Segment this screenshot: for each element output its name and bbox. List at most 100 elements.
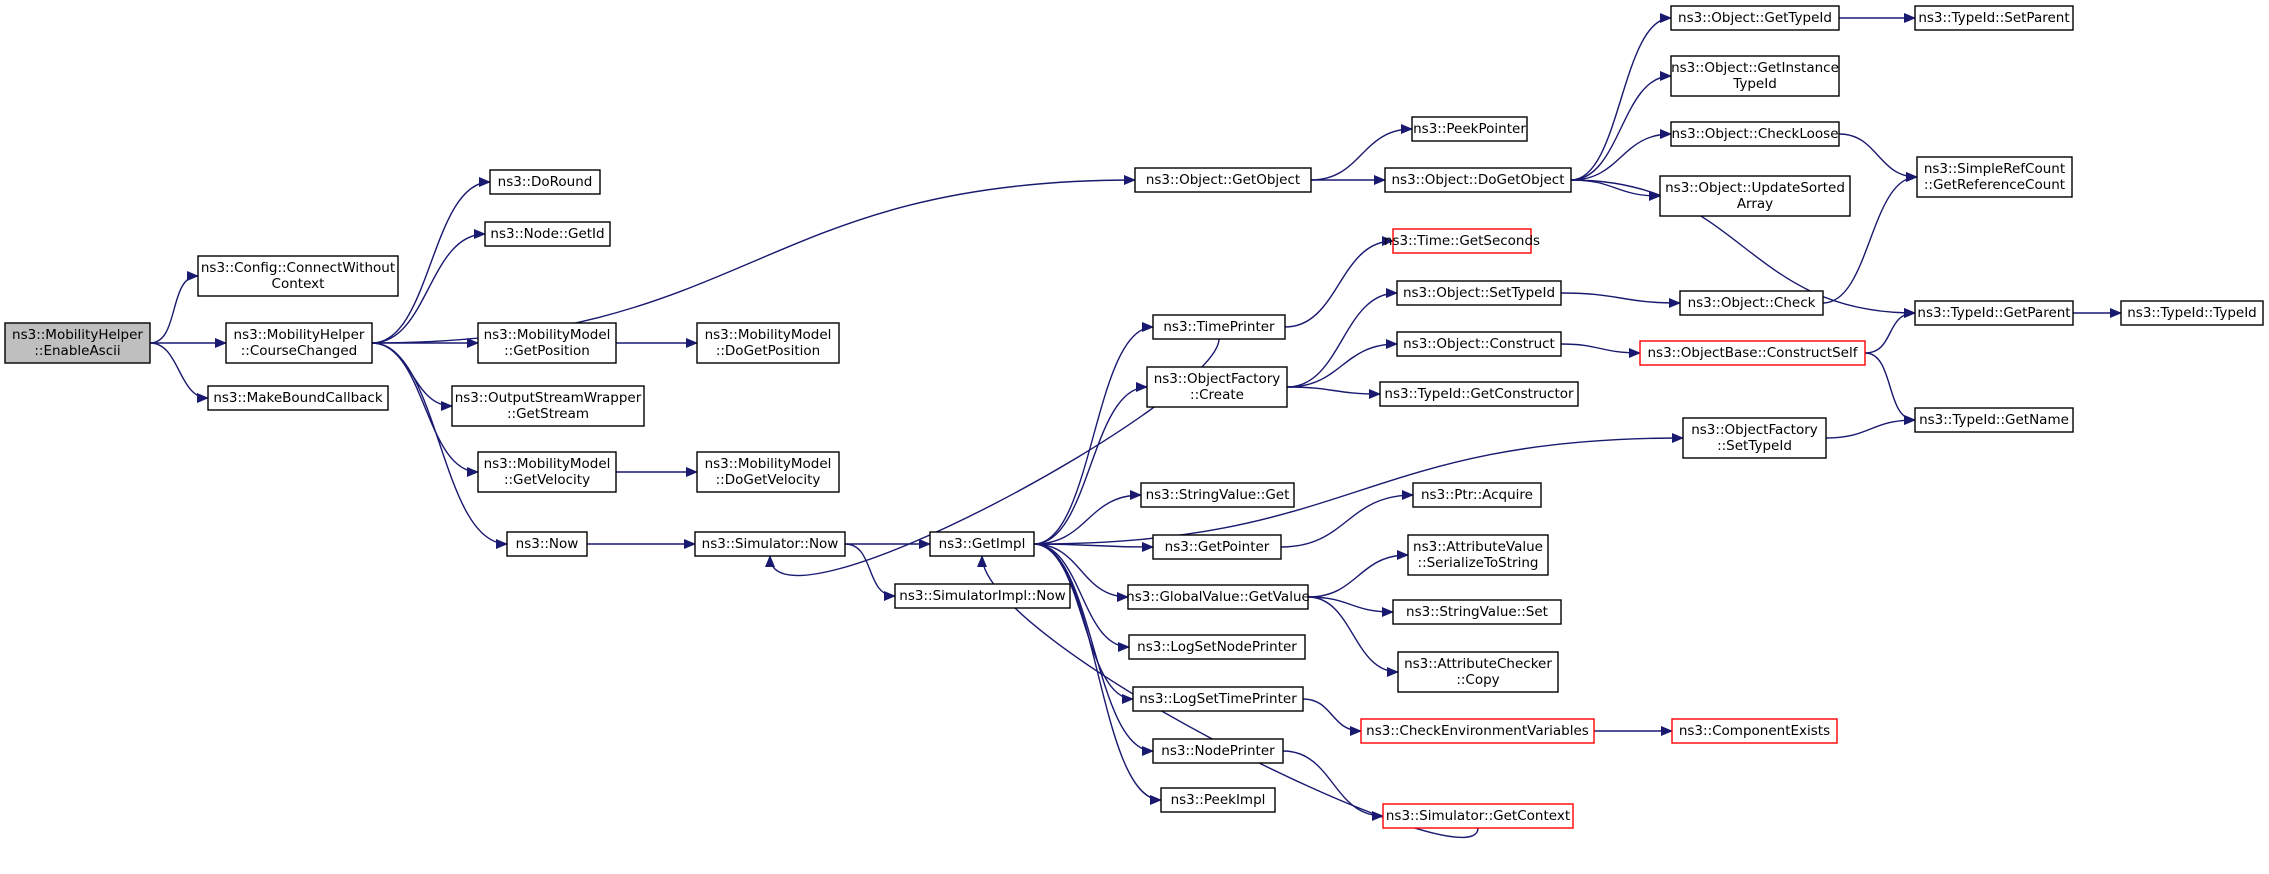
node-ns3-doround[interactable]: ns3::DoRound [489, 169, 601, 195]
node-label: ns3::Simulator::Now [702, 536, 839, 552]
node-label: ::SerializeToString [1418, 555, 1539, 571]
node-box [1397, 651, 1559, 693]
node-ns3-mobilitymodel-getvelocity[interactable]: ns3::MobilityModel::GetVelocity [477, 451, 617, 493]
node-ns3-object-checkloose[interactable]: ns3::Object::CheckLoose [1670, 121, 1840, 147]
node-box [225, 322, 373, 364]
node-ns3-typeid-getconstructor[interactable]: ns3::TypeId::GetConstructor [1379, 381, 1579, 407]
node-ns3-mobilitymodel-dogetposition[interactable]: ns3::MobilityModel::DoGetPosition [696, 322, 840, 364]
node-box [1670, 5, 1840, 31]
node-ns3-logsetnodeprinter[interactable]: ns3::LogSetNodePrinter [1128, 634, 1306, 660]
node-box [477, 451, 617, 493]
node-ns3-objectfactory-settypeid[interactable]: ns3::ObjectFactory::SetTypeId [1682, 417, 1827, 459]
edge-n3-n6 [371, 229, 486, 344]
node-label: ns3::Object::CheckLoose [1671, 126, 1838, 142]
node-label: ns3::Object::DoGetObject [1391, 172, 1564, 188]
node-ns3-ptr-acquire[interactable]: ns3::Ptr::Acquire [1412, 482, 1542, 508]
node-ns3-getimpl[interactable]: ns3::GetImpl [929, 531, 1035, 557]
node-label: ns3::MobilityHelper [234, 327, 365, 343]
node-box [1134, 167, 1312, 193]
node-ns3-object-check[interactable]: ns3::Object::Check [1679, 290, 1824, 316]
node-label: ns3::GlobalValue::GetValue [1126, 589, 1310, 605]
node-label: ns3::GetPointer [1165, 539, 1270, 555]
node-label: ns3::GetImpl [939, 536, 1026, 552]
edge-n21-n34 [1286, 339, 1398, 388]
node-ns3-simulatorimpl-now[interactable]: ns3::SimulatorImpl::Now [894, 583, 1071, 609]
node-ns3-objectfactory-create[interactable]: ns3::ObjectFactory::Create [1146, 366, 1288, 408]
node-ns3-stringvalue-get[interactable]: ns3::StringValue::Get [1140, 482, 1295, 508]
edge-n31-n44 [1838, 133, 1918, 182]
edge-n3-n5 [371, 177, 491, 344]
edge-n27-n42 [1282, 750, 1384, 821]
node-ns3-mobilityhelper-enableascii[interactable]: ns3::MobilityHelper::EnableAscii [4, 322, 151, 364]
node-box [1384, 167, 1572, 193]
node-label: ns3::AttributeChecker [1404, 656, 1552, 672]
node-label: TypeId [1732, 76, 1777, 92]
node-ns3-peekpointer[interactable]: ns3::PeekPointer [1411, 116, 1528, 142]
node-ns3-object-getobject[interactable]: ns3::Object::GetObject [1134, 167, 1312, 193]
node-ns3-componentexists[interactable]: ns3::ComponentExists [1671, 718, 1838, 744]
node-label: ns3::NodePrinter [1161, 743, 1275, 759]
node-ns3-typeid-getparent[interactable]: ns3::TypeId::GetParent [1914, 300, 2074, 326]
node-ns3-simulator-getcontext[interactable]: ns3::Simulator::GetContext [1382, 803, 1574, 829]
node-ns3-typeid-getname[interactable]: ns3::TypeId::GetName [1914, 407, 2074, 433]
node-ns3-node-getid[interactable]: ns3::Node::GetId [484, 221, 611, 247]
node-ns3-time-getseconds[interactable]: ns3::Time::GetSeconds [1384, 228, 1540, 254]
edge-n45-n44 [1822, 172, 1918, 304]
node-label: ns3::SimulatorImpl::Now [899, 588, 1065, 604]
node-box [197, 255, 399, 297]
node-ns3-stringvalue-set[interactable]: ns3::StringValue::Set [1392, 599, 1562, 625]
edge-n21-n35 [1286, 386, 1381, 399]
node-ns3-typeid-setparent[interactable]: ns3::TypeId::SetParent [1914, 5, 2074, 31]
node-ns3-attributechecker-copy[interactable]: ns3::AttributeChecker::Copy [1397, 651, 1559, 693]
node-ns3-object-gettypeid[interactable]: ns3::Object::GetTypeId [1670, 5, 1840, 31]
node-box [1127, 584, 1309, 610]
edge-n24-n39 [1307, 596, 1394, 617]
node-ns3-now[interactable]: ns3::Now [506, 531, 588, 557]
node-label: ::SetTypeId [1717, 438, 1792, 454]
node-ns3-mobilitymodel-getposition[interactable]: ns3::MobilityModel::GetPosition [477, 322, 617, 364]
edge-n7-n17 [1310, 124, 1413, 181]
node-label: ns3::TypeId::TypeId [2127, 305, 2257, 321]
node-label: ::Copy [1456, 672, 1499, 688]
node-label: ns3::Object::GetInstance [1671, 60, 1839, 76]
node-box [1671, 718, 1838, 744]
node-ns3-mobilitymodel-dogetvelocity[interactable]: ns3::MobilityModel::DoGetVelocity [696, 451, 840, 493]
node-ns3-checkenvironmentvariables[interactable]: ns3::CheckEnvironmentVariables [1360, 718, 1595, 744]
node-box [1670, 55, 1840, 97]
node-ns3-object-settypeid[interactable]: ns3::Object::SetTypeId [1396, 280, 1562, 306]
node-ns3-object-construct[interactable]: ns3::Object::Construct [1396, 331, 1562, 357]
node-label: ns3::MobilityModel [705, 456, 832, 472]
edge-n24-n40 [1307, 596, 1399, 677]
node-ns3-objectbase-constructself[interactable]: ns3::ObjectBase::ConstructSelf [1639, 340, 1866, 366]
edge-n15-n36 [1033, 433, 1684, 545]
node-label: ns3::AttributeValue [1413, 539, 1543, 555]
node-ns3-peekimpl[interactable]: ns3::PeekImpl [1160, 787, 1276, 813]
node-ns3-makeboundcallback[interactable]: ns3::MakeBoundCallback [207, 385, 389, 411]
node-ns3-globalvalue-getvalue[interactable]: ns3::GlobalValue::GetValue [1126, 584, 1310, 610]
node-label: ns3::MobilityModel [484, 456, 611, 472]
node-label: ns3::Object::SetTypeId [1403, 285, 1555, 301]
node-label: ns3::Object::Construct [1403, 336, 1555, 352]
node-ns3-object-dogetobject[interactable]: ns3::Object::DoGetObject [1384, 167, 1572, 193]
node-ns3-getpointer[interactable]: ns3::GetPointer [1152, 534, 1282, 560]
node-label: ns3::StringValue::Set [1406, 604, 1548, 620]
node-ns3-logsettimeprinter[interactable]: ns3::LogSetTimePrinter [1132, 686, 1304, 712]
node-label: ns3::LogSetNodePrinter [1137, 639, 1297, 655]
node-ns3-mobilityhelper-coursechanged[interactable]: ns3::MobilityHelper::CourseChanged [225, 322, 373, 364]
node-label: ns3::Time::GetSeconds [1384, 233, 1540, 249]
node-ns3-timeprinter[interactable]: ns3::TimePrinter [1152, 314, 1286, 340]
node-label: Array [1737, 196, 1773, 212]
node-box [1132, 686, 1304, 712]
node-ns3-nodeprinter[interactable]: ns3::NodePrinter [1152, 738, 1284, 764]
node-ns3-simplerefcount-getreferencecount[interactable]: ns3::SimpleRefCount::GetReferenceCount [1916, 156, 2073, 198]
node-ns3-attributevalue-serializetostring[interactable]: ns3::AttributeValue::SerializeToString [1407, 534, 1549, 576]
edge-n15-n22 [1033, 490, 1142, 545]
node-ns3-simulator-now[interactable]: ns3::Simulator::Now [694, 531, 846, 557]
node-label: ::CourseChanged [241, 343, 357, 359]
node-ns3-typeid-typeid[interactable]: ns3::TypeId::TypeId [2120, 300, 2264, 326]
node-ns3-outputstreamwrapper-getstream[interactable]: ns3::OutputStreamWrapper::GetStream [451, 385, 645, 427]
